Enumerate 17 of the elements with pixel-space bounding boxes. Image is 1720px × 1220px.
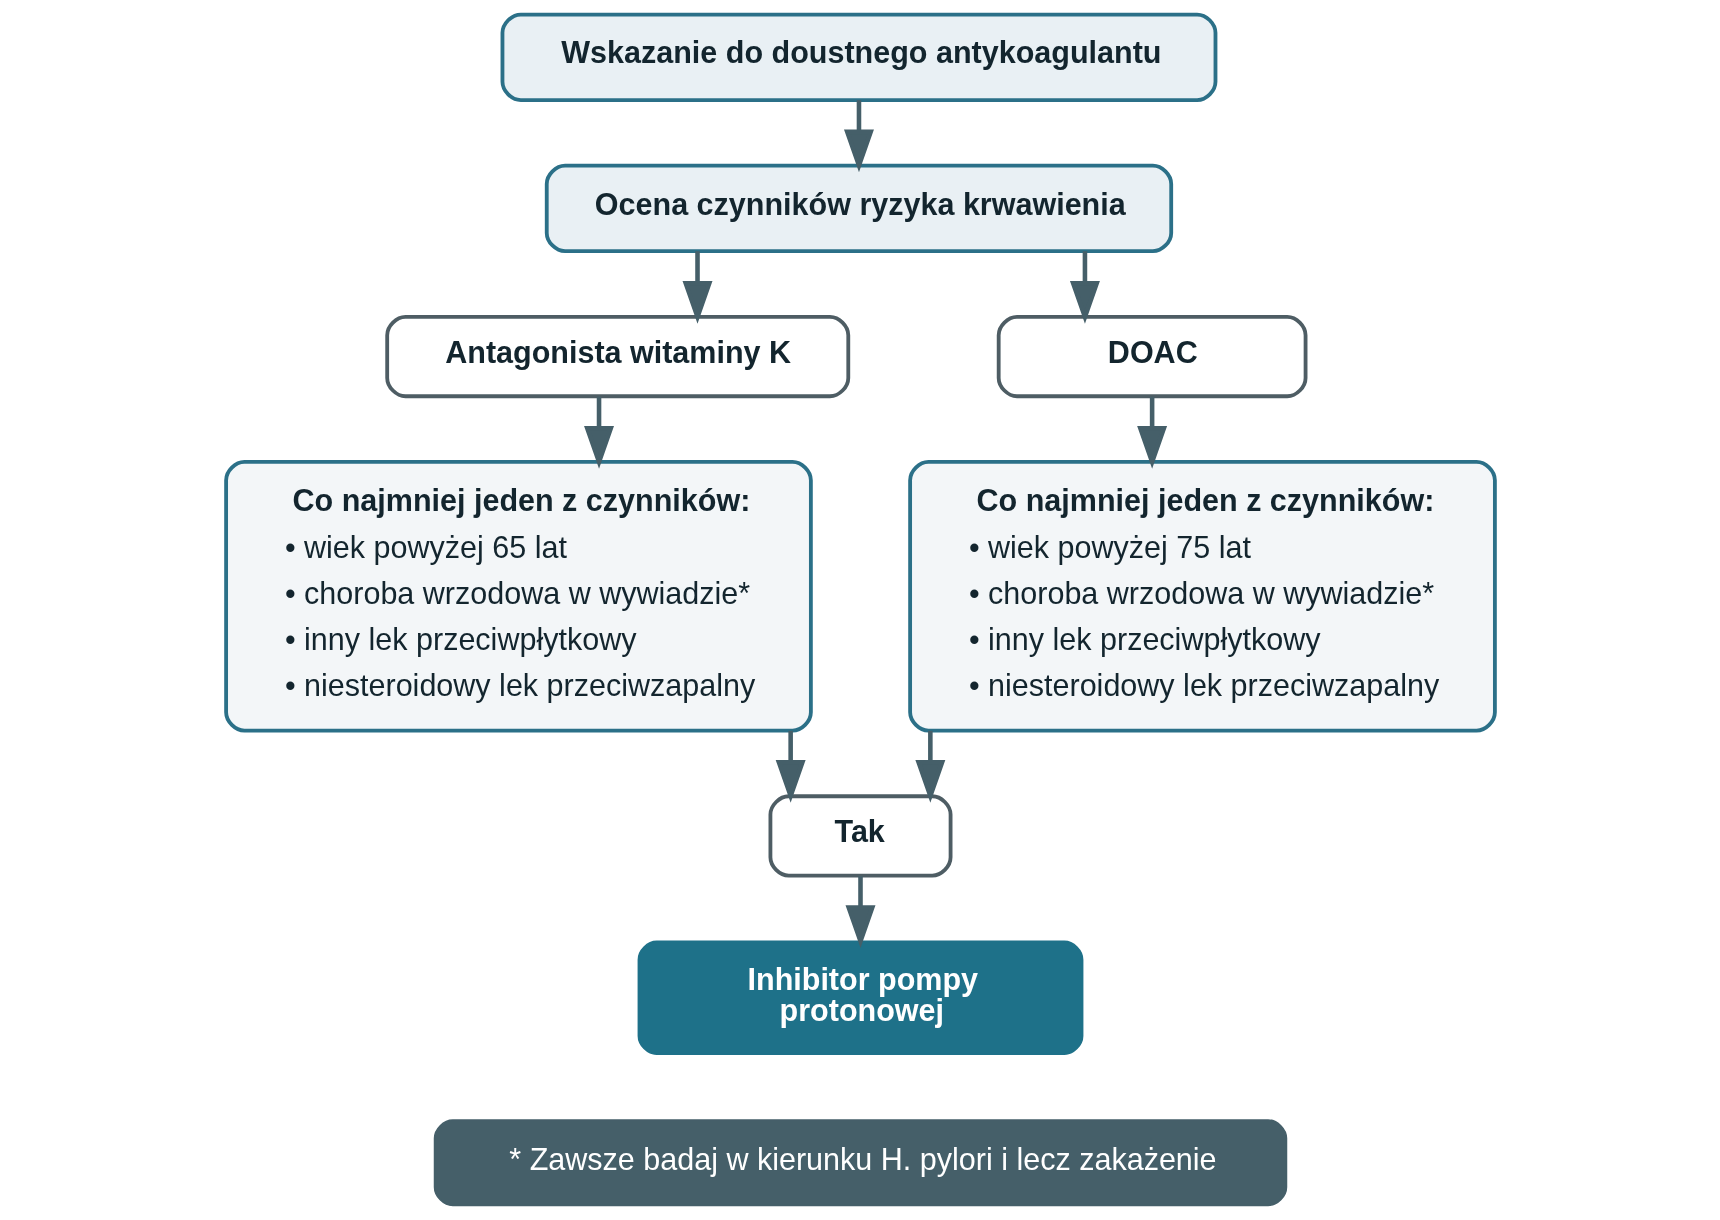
arrow (843, 100, 874, 173)
node-box: Co najmniej jeden z czynników: • wiek powyżej 65 lat • choroba wrzodowa w wywiadzie* • inny lek przeciwpłytkowy • niesteroidowy lek przeciwzapalny (223, 460, 813, 733)
node-box: * Zawsze badaj w kierunku H. pylori i lecz zakażenie (433, 1119, 1287, 1207)
node-box: Inhibitor pompy protonowej (637, 940, 1083, 1056)
node-box: Antagonista witaminy K (384, 314, 850, 399)
arrow (583, 396, 614, 469)
arrow (775, 730, 806, 803)
node-box: DOAC (996, 314, 1307, 399)
arrow (845, 875, 875, 949)
arrow (1136, 396, 1167, 469)
arrow (914, 730, 945, 803)
arrow (682, 251, 712, 324)
node-box: Ocena czynników ryzyka krwawienia (544, 163, 1173, 254)
node-box: Tak (768, 794, 952, 878)
node-box: Co najmniej jeden z czynników: • wiek powyżej 75 lat • choroba wrzodowa w wywiadzie* • inny lek przeciwpłytkowy • niesteroidowy lek przeciwzapalny (907, 460, 1497, 733)
arrow (1069, 251, 1100, 324)
node-box: Wskazanie do doustnego antykoagulantu (500, 12, 1217, 102)
